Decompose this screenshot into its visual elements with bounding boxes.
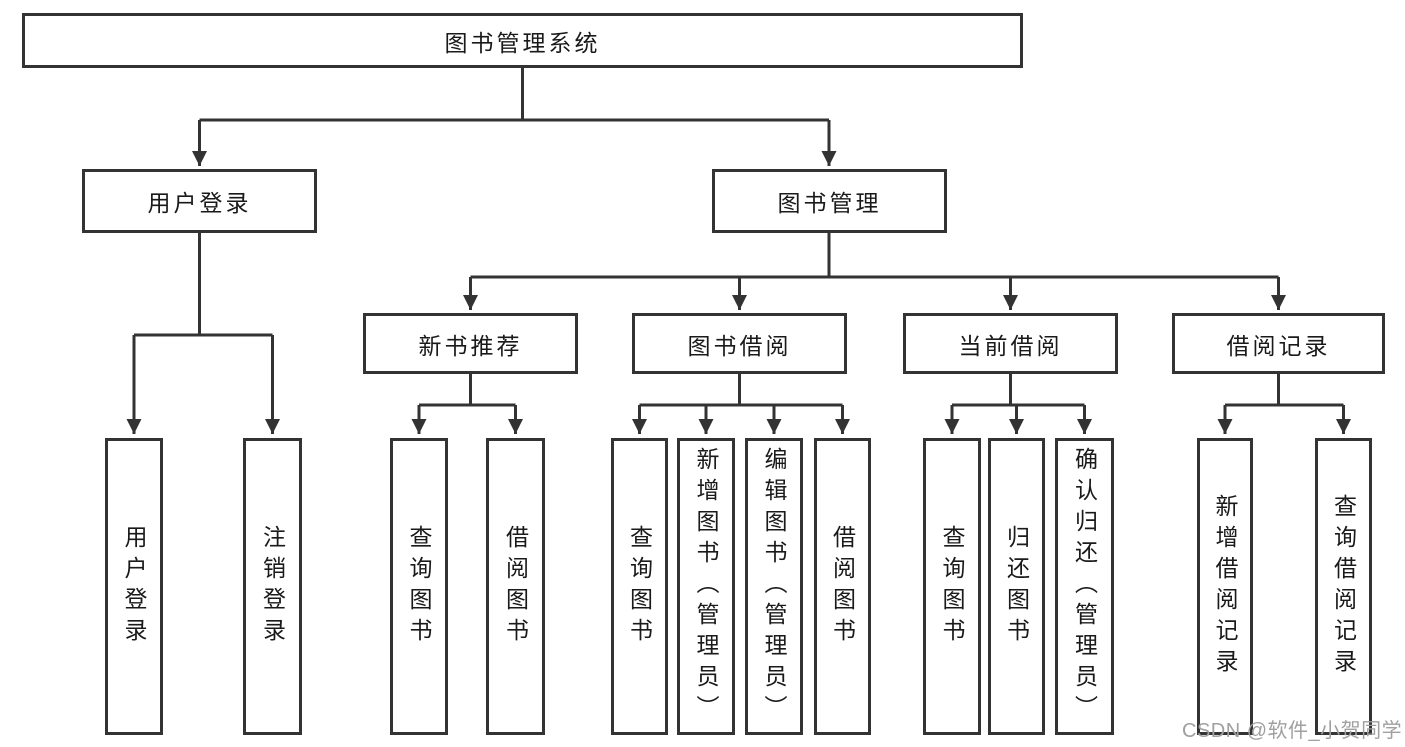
leaf-query-borrow-record: 查询借阅记录 bbox=[1315, 438, 1372, 735]
node-new-book-recommend: 新书推荐 bbox=[363, 313, 578, 374]
leaf-query-books-current: 查询图书 bbox=[923, 438, 981, 735]
watermark: CSDN @软件_小贺同学 bbox=[1182, 720, 1403, 742]
node-book-management: 图书管理 bbox=[712, 169, 947, 233]
leaf-query-books-borrow: 查询图书 bbox=[611, 438, 668, 735]
node-root: 图书管理系统 bbox=[22, 13, 1023, 68]
leaf-return-book: 归还图书 bbox=[988, 438, 1045, 735]
leaf-borrow-books-recommend: 借阅图书 bbox=[486, 438, 545, 735]
node-user-login: 用户登录 bbox=[82, 169, 317, 233]
leaf-add-book-admin: 新增图书（管理员） bbox=[677, 438, 735, 735]
leaf-add-borrow-record: 新增借阅记录 bbox=[1197, 438, 1253, 735]
leaf-borrow-books: 借阅图书 bbox=[814, 438, 871, 735]
node-book-borrow: 图书借阅 bbox=[632, 313, 847, 374]
leaf-logout: 注销登录 bbox=[243, 438, 302, 735]
leaf-user-login: 用户登录 bbox=[105, 438, 163, 735]
leaf-confirm-return-admin: 确认归还（管理员） bbox=[1055, 438, 1114, 735]
node-current-borrow: 当前借阅 bbox=[903, 313, 1118, 374]
leaf-query-books-recommend: 查询图书 bbox=[390, 438, 448, 735]
node-borrow-records: 借阅记录 bbox=[1172, 313, 1385, 374]
leaf-edit-book-admin: 编辑图书（管理员） bbox=[745, 438, 803, 735]
